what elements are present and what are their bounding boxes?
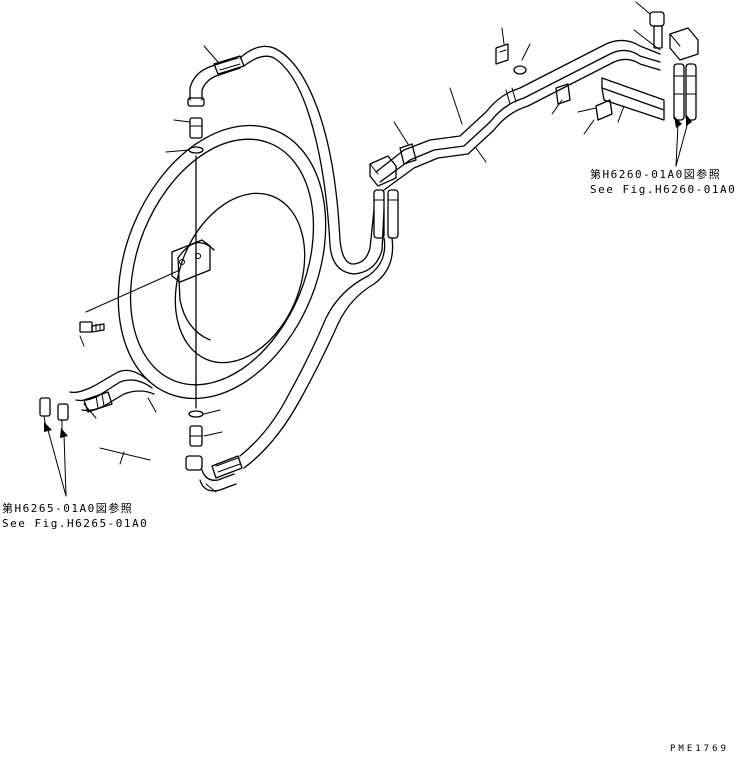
lower-left-hoses bbox=[39, 369, 157, 431]
reference-right-jp: 第H6260-01A0図参照 bbox=[590, 168, 722, 181]
reference-left: 第H6265-01A0図参照 See Fig.H6265-01A0 bbox=[2, 501, 148, 531]
pipe-connector-block bbox=[369, 143, 417, 187]
reference-left-en: See Fig.H6265-01A0 bbox=[2, 517, 149, 530]
reference-left-jp: 第H6265-01A0図参照 bbox=[2, 502, 134, 515]
vertical-hoses-center bbox=[373, 189, 399, 239]
upper-right-pipes bbox=[375, 39, 661, 191]
top-fitting-stack bbox=[165, 45, 245, 154]
drum-bracket bbox=[85, 239, 211, 313]
drum-assembly bbox=[117, 124, 327, 400]
drawing-code: PME1769 bbox=[670, 744, 729, 754]
reference-right-en: See Fig.H6260-01A0 bbox=[590, 183, 737, 196]
bottom-fitting-stack bbox=[185, 409, 243, 493]
left-bolt bbox=[79, 321, 105, 347]
main-pipe-run bbox=[239, 45, 394, 469]
pipe-clips bbox=[495, 27, 571, 115]
top-right-fittings bbox=[633, 1, 699, 121]
lower-bracket-line bbox=[99, 447, 151, 465]
plate-bracket bbox=[601, 77, 665, 123]
arrows-to-right-reference bbox=[674, 114, 692, 167]
arrows-to-left-reference bbox=[44, 422, 68, 497]
reference-right: 第H6260-01A0図参照 See Fig.H6260-01A0 bbox=[590, 167, 736, 197]
plate-bolt bbox=[577, 99, 613, 135]
